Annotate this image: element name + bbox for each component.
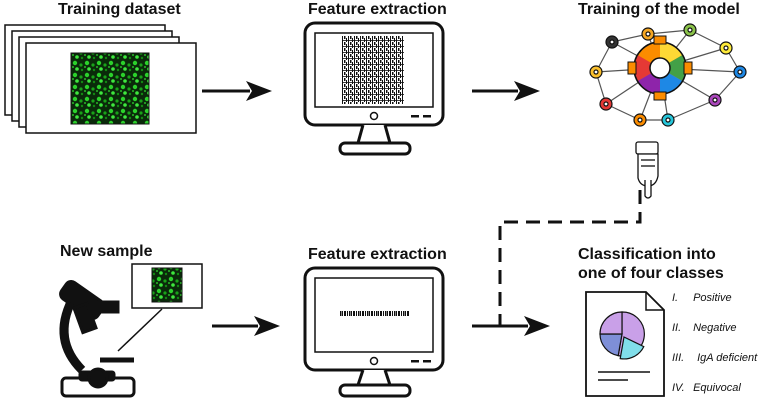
arrow-dataset-to-extraction: [202, 81, 272, 101]
pie-chart-icon: [599, 311, 645, 360]
feature-extraction-top-title: Feature extraction: [308, 1, 447, 18]
classification-title-line1: Classification into: [578, 246, 716, 263]
class-label: Equivocal: [693, 382, 741, 394]
class-item-negative: II. Negative: [672, 322, 736, 334]
gear-network-icon: [589, 23, 747, 127]
arrow-extraction-to-classification: [472, 316, 550, 336]
class-item-positive: I. Positive: [672, 292, 732, 304]
class-label: Positive: [693, 292, 732, 304]
class-numeral: IV.: [672, 382, 685, 394]
new-sample-image-card: [131, 263, 203, 309]
classification-title-line2: one of four classes: [578, 265, 724, 282]
class-numeral: I.: [672, 292, 679, 304]
feature-extraction-bottom-title: Feature extraction: [308, 246, 447, 263]
class-label: Negative: [693, 322, 737, 334]
dashed-model-connector: [498, 190, 642, 326]
central-gear: [627, 35, 693, 101]
class-item-equivocal: IV. Equivocal: [672, 382, 741, 394]
pointing-hand-icon: [635, 141, 659, 199]
training-image-stack: [4, 24, 197, 134]
new-sample-title: New sample: [60, 243, 153, 260]
arrow-extraction-to-training: [472, 81, 540, 101]
class-item-iga-deficient: III. IgA deficient: [672, 352, 757, 364]
monitor-icon: [303, 21, 445, 156]
training-model-title: Training of the model: [578, 1, 740, 18]
microscope-icon: [59, 280, 163, 398]
arrow-sample-to-extraction: [212, 316, 280, 336]
monitor-icon-bottom: [303, 266, 445, 398]
class-label: IgA deficient: [697, 352, 758, 364]
training-dataset-title: Training dataset: [58, 1, 181, 18]
report-document-icon: [585, 291, 665, 397]
class-numeral: III.: [672, 352, 685, 364]
class-numeral: II.: [672, 322, 682, 334]
